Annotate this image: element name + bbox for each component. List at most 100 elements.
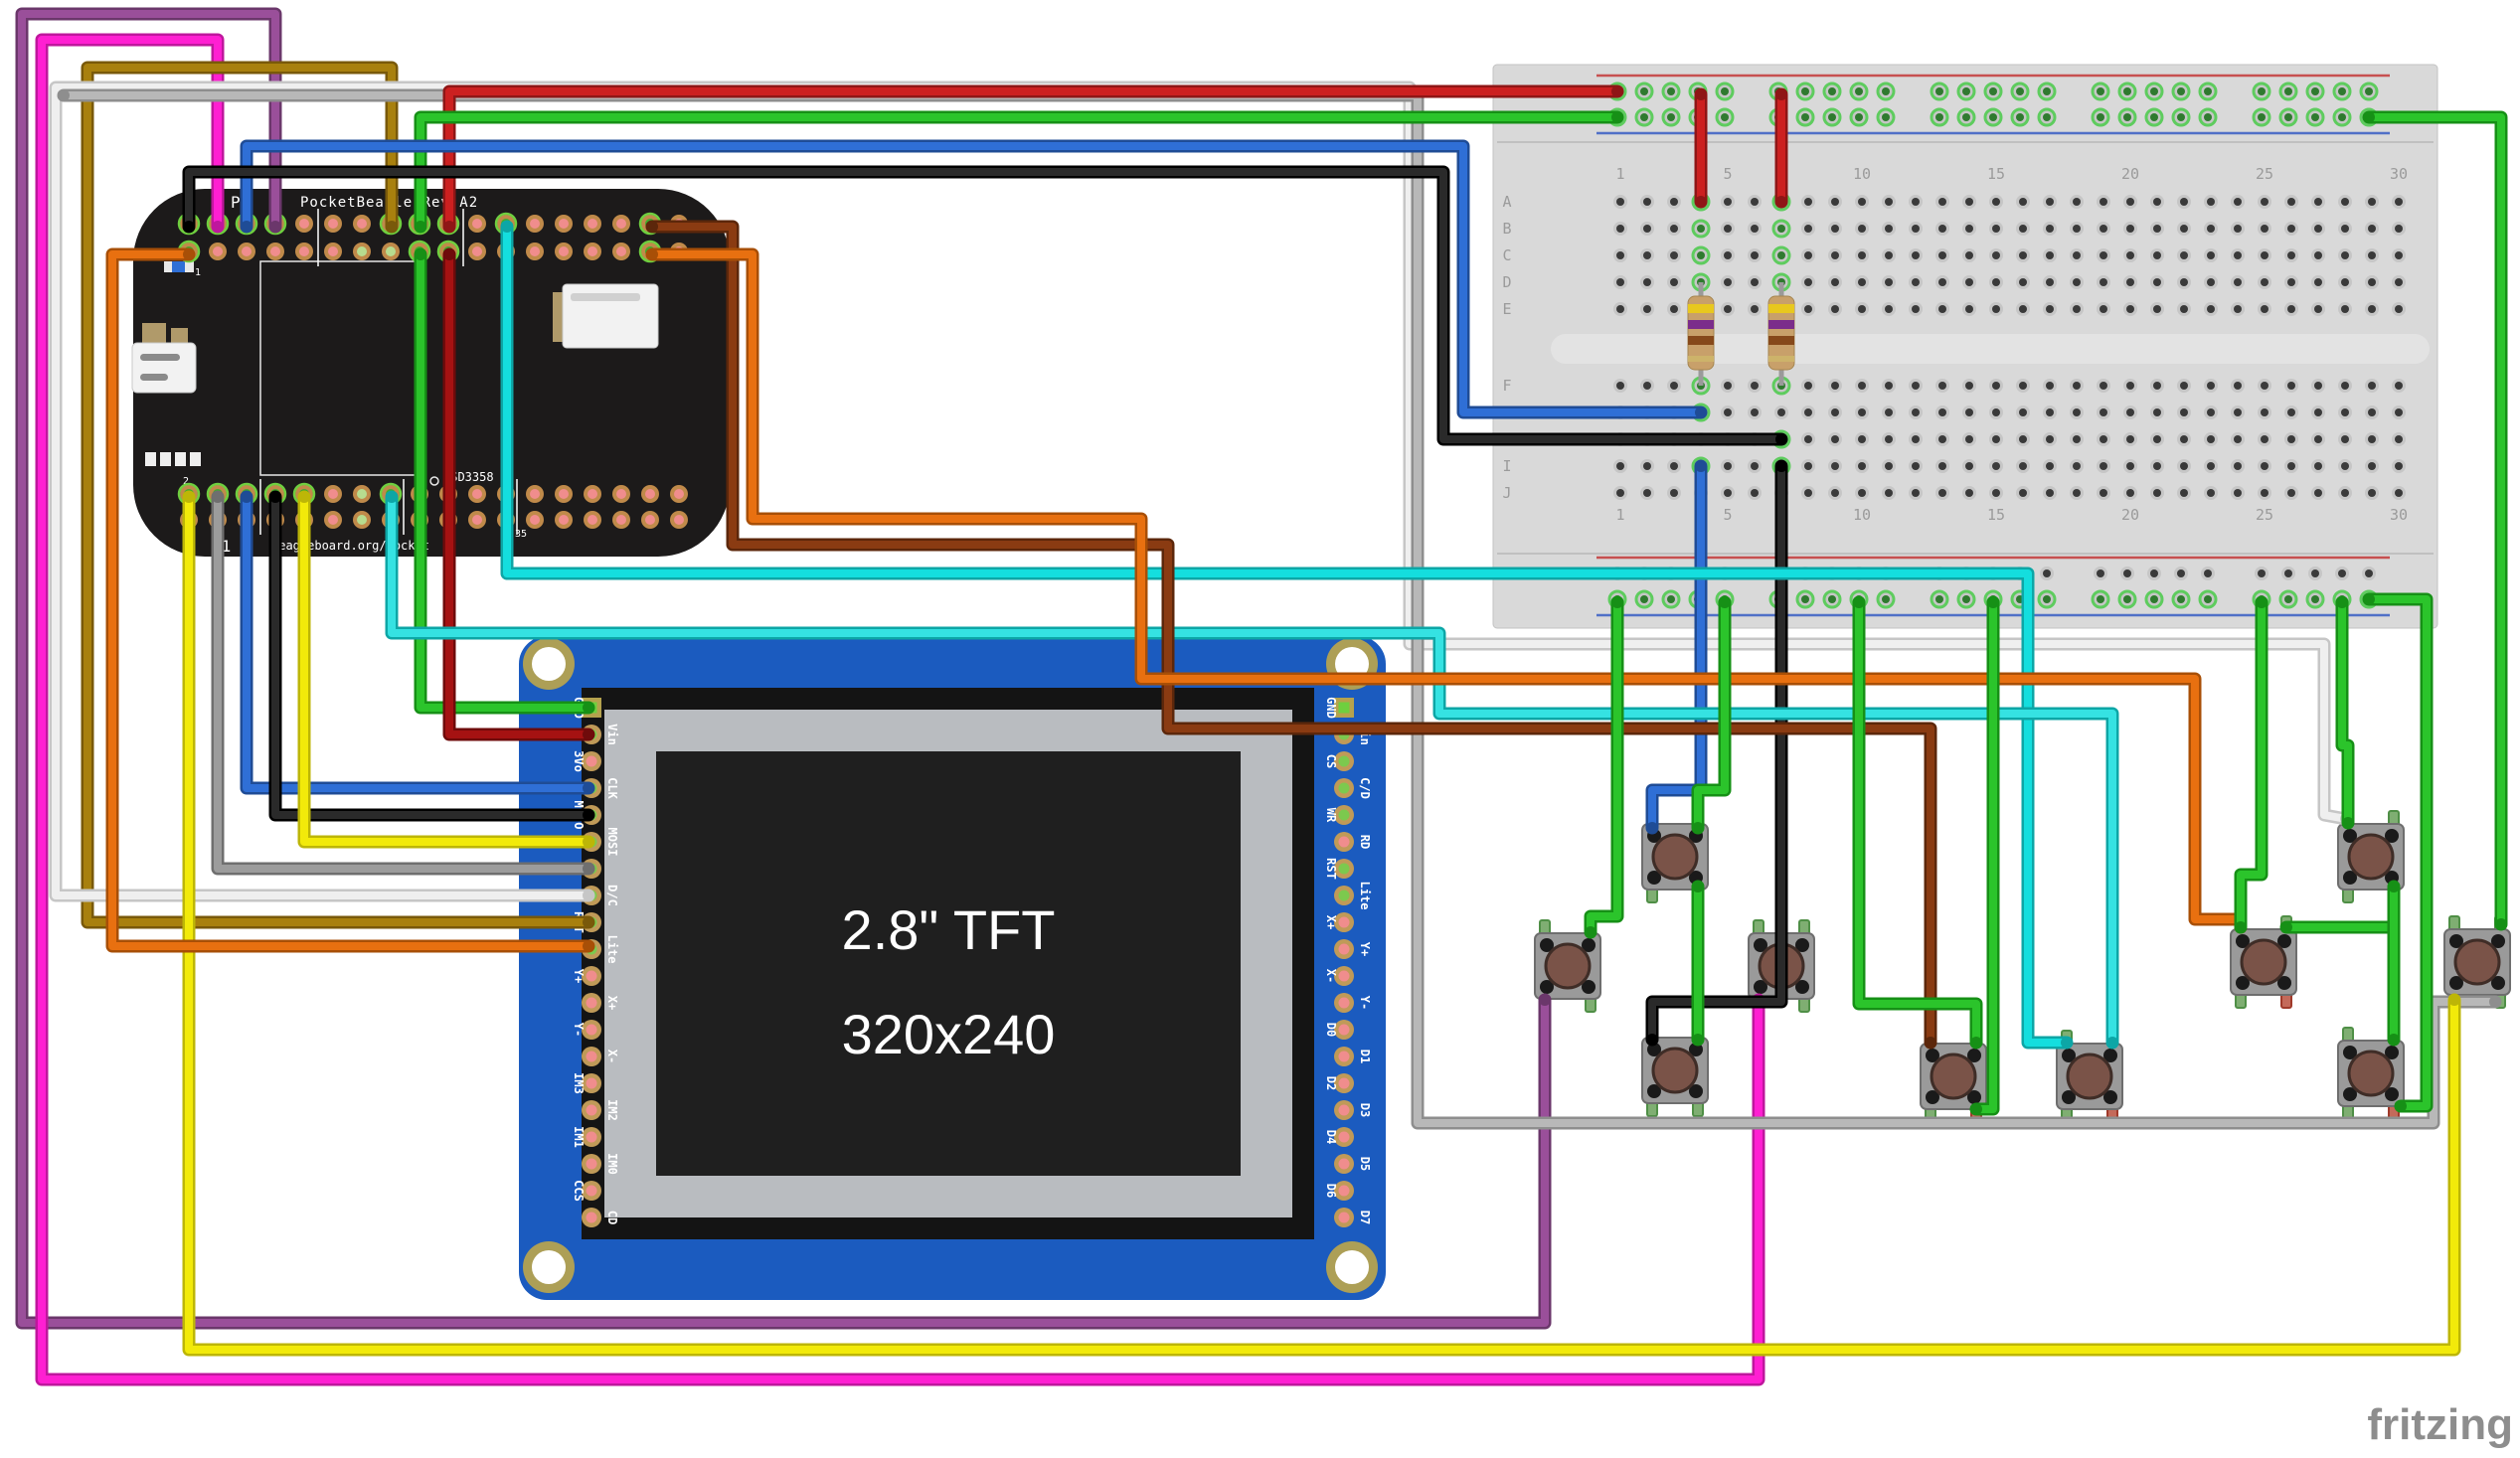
grid-hole[interactable] bbox=[1804, 198, 1812, 206]
grid-hole[interactable] bbox=[1831, 462, 1839, 470]
grid-hole[interactable] bbox=[2395, 435, 2403, 443]
rail-hole[interactable] bbox=[2177, 569, 2185, 577]
grid-hole[interactable] bbox=[1912, 251, 1920, 259]
button-cap[interactable] bbox=[1930, 1053, 1977, 1100]
grid-hole[interactable] bbox=[1804, 225, 1812, 233]
grid-hole[interactable] bbox=[1912, 435, 1920, 443]
grid-hole[interactable] bbox=[1724, 198, 1732, 206]
rail-hole[interactable] bbox=[2043, 113, 2051, 121]
grid-hole[interactable] bbox=[2126, 408, 2134, 416]
grid-hole[interactable] bbox=[2234, 305, 2242, 313]
tft-pin[interactable] bbox=[1338, 809, 1350, 821]
button-cap[interactable] bbox=[2240, 938, 2287, 986]
grid-hole[interactable] bbox=[1885, 225, 1893, 233]
grid-hole[interactable] bbox=[1643, 305, 1651, 313]
grid-hole[interactable] bbox=[2046, 278, 2054, 286]
rail-hole[interactable] bbox=[1828, 595, 1836, 603]
button-cap[interactable] bbox=[2347, 1050, 2395, 1097]
pocketbeagle-pin[interactable] bbox=[530, 515, 540, 525]
wire-black-miso[interactable] bbox=[271, 493, 592, 819]
tft-pin[interactable] bbox=[586, 1051, 597, 1062]
grid-hole[interactable] bbox=[1965, 408, 1973, 416]
tft-pin[interactable] bbox=[1338, 1185, 1350, 1197]
grid-hole[interactable] bbox=[1938, 382, 1946, 390]
grid-hole[interactable] bbox=[2234, 382, 2242, 390]
pocketbeagle-pin[interactable] bbox=[472, 246, 482, 256]
grid-hole[interactable] bbox=[1831, 435, 1839, 443]
grid-hole[interactable] bbox=[2153, 408, 2161, 416]
tft-pin[interactable] bbox=[1338, 1104, 1350, 1116]
grid-hole[interactable] bbox=[2207, 305, 2215, 313]
grid-hole[interactable] bbox=[1858, 435, 1866, 443]
rail-hole[interactable] bbox=[1640, 595, 1648, 603]
pocketbeagle-pin[interactable] bbox=[588, 219, 597, 229]
grid-hole[interactable] bbox=[2046, 435, 2054, 443]
rail-hole[interactable] bbox=[1882, 87, 1890, 95]
grid-hole[interactable] bbox=[2126, 225, 2134, 233]
grid-hole[interactable] bbox=[2207, 382, 2215, 390]
wire-black-top[interactable] bbox=[185, 168, 1785, 443]
rail-hole[interactable] bbox=[2123, 113, 2131, 121]
grid-hole[interactable] bbox=[2046, 382, 2054, 390]
wire-green-top[interactable] bbox=[417, 113, 1621, 231]
grid-hole[interactable] bbox=[1992, 278, 2000, 286]
tft-pin[interactable] bbox=[1338, 755, 1350, 767]
tft-pin[interactable] bbox=[1338, 970, 1350, 982]
grid-hole[interactable] bbox=[2287, 251, 2295, 259]
grid-hole[interactable] bbox=[2153, 462, 2161, 470]
rail-hole[interactable] bbox=[2016, 87, 2024, 95]
grid-hole[interactable] bbox=[1670, 305, 1678, 313]
grid-hole[interactable] bbox=[2261, 382, 2268, 390]
grid-hole[interactable] bbox=[1777, 408, 1785, 416]
wire-green-6[interactable] bbox=[2237, 598, 2266, 931]
rail-hole[interactable] bbox=[2311, 87, 2319, 95]
grid-hole[interactable] bbox=[2234, 408, 2242, 416]
grid-hole[interactable] bbox=[1992, 489, 2000, 497]
grid-hole[interactable] bbox=[1643, 489, 1651, 497]
grid-hole[interactable] bbox=[2207, 408, 2215, 416]
rail-hole[interactable] bbox=[2097, 569, 2104, 577]
rail-hole[interactable] bbox=[2258, 113, 2266, 121]
grid-hole[interactable] bbox=[2207, 489, 2215, 497]
grid-hole[interactable] bbox=[2287, 278, 2295, 286]
grid-hole[interactable] bbox=[2073, 462, 2081, 470]
pushbutton-10[interactable] bbox=[2337, 1027, 2405, 1120]
grid-hole[interactable] bbox=[2019, 382, 2027, 390]
grid-hole[interactable] bbox=[2153, 278, 2161, 286]
resistor-470ohm[interactable] bbox=[1687, 282, 1715, 386]
wire-gold[interactable] bbox=[84, 64, 592, 926]
grid-hole[interactable] bbox=[1938, 305, 1946, 313]
grid-hole[interactable] bbox=[1965, 198, 1973, 206]
grid-hole[interactable] bbox=[2287, 305, 2295, 313]
grid-hole[interactable] bbox=[1670, 198, 1678, 206]
rail-hole[interactable] bbox=[1828, 87, 1836, 95]
grid-hole[interactable] bbox=[2368, 435, 2376, 443]
grid-hole[interactable] bbox=[2261, 489, 2268, 497]
rail-hole[interactable] bbox=[2204, 113, 2212, 121]
rail-hole[interactable] bbox=[2284, 569, 2292, 577]
grid-hole[interactable] bbox=[2395, 278, 2403, 286]
grid-hole[interactable] bbox=[2180, 198, 2188, 206]
grid-hole[interactable] bbox=[1724, 462, 1732, 470]
grid-hole[interactable] bbox=[2073, 225, 2081, 233]
grid-hole[interactable] bbox=[1992, 251, 2000, 259]
grid-hole[interactable] bbox=[2368, 382, 2376, 390]
pocketbeagle-pin[interactable] bbox=[472, 515, 482, 525]
rail-hole[interactable] bbox=[2204, 569, 2212, 577]
grid-hole[interactable] bbox=[2368, 251, 2376, 259]
rail-hole[interactable] bbox=[2043, 595, 2051, 603]
grid-hole[interactable] bbox=[2046, 198, 2054, 206]
grid-hole[interactable] bbox=[1616, 225, 1624, 233]
grid-hole[interactable] bbox=[1616, 305, 1624, 313]
grid-hole[interactable] bbox=[1858, 408, 1866, 416]
pocketbeagle-pin[interactable] bbox=[328, 489, 338, 499]
grid-hole[interactable] bbox=[2126, 489, 2134, 497]
grid-hole[interactable] bbox=[2126, 198, 2134, 206]
grid-hole[interactable] bbox=[2368, 225, 2376, 233]
grid-hole[interactable] bbox=[2046, 408, 2054, 416]
grid-hole[interactable] bbox=[2395, 225, 2403, 233]
grid-hole[interactable] bbox=[1724, 278, 1732, 286]
grid-hole[interactable] bbox=[2261, 305, 2268, 313]
tft-pin[interactable] bbox=[586, 970, 597, 982]
grid-hole[interactable] bbox=[2207, 225, 2215, 233]
